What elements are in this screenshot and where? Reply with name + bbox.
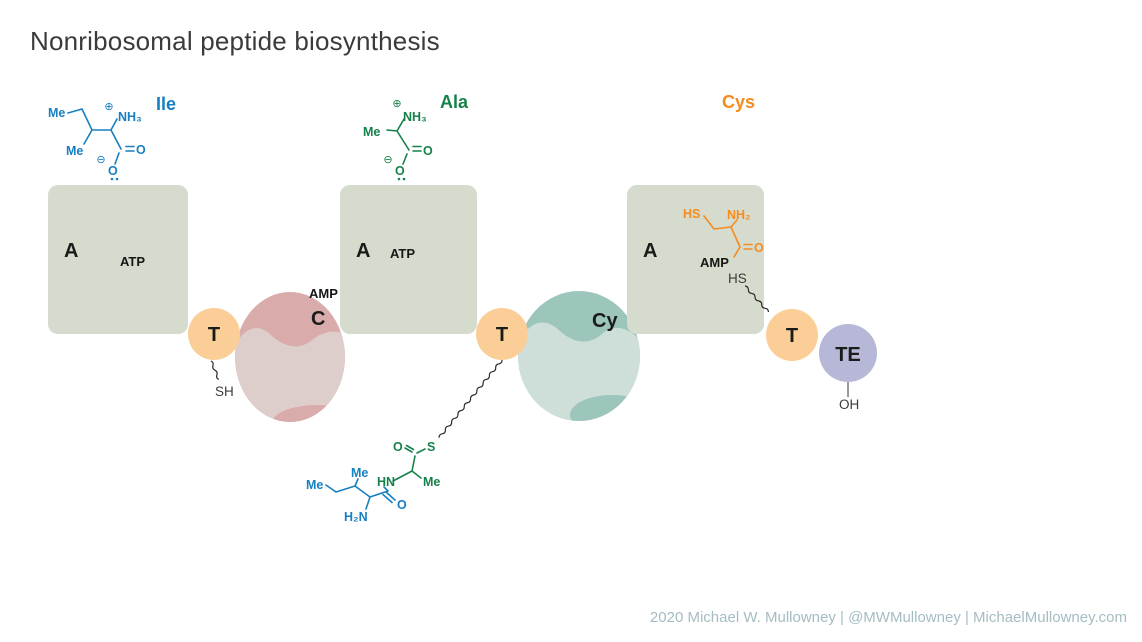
t-domain-1-label: T [208,324,220,346]
cy-domain-bottom-patch [570,395,640,421]
condensation-domain [235,292,345,422]
dipeptide-ala-o-label: O [393,440,403,454]
ala-carbonyl-o-label: O [423,144,433,158]
dipeptide-s-label: S [427,440,435,454]
dipeptide-ile-part: Me Me H₂N O [306,466,407,524]
a-domain-3 [627,185,764,334]
cys-bonds [703,215,753,258]
lone-pair-dot [110,177,114,181]
c-domain-inner-blob [235,328,345,422]
cys-name-label: Cys [722,92,755,112]
squiggle-line [210,360,220,380]
ala-plus-charge: ⊕ [392,98,401,110]
t3-hs-label: HS [728,271,747,286]
ala-ammonium-label: NH₃ [403,110,427,124]
squiggle-line [744,285,770,313]
t2-thioester-tether [438,359,503,438]
a-domain-2-label: A [356,240,370,262]
ala-bonds [386,118,422,165]
atp-label-1: ATP [120,254,145,269]
cys-carbonyl-o-label: O [754,241,764,255]
ala-me-label: Me [363,125,380,139]
lone-pair-dot [402,177,406,181]
ile-me1-label: Me [48,106,65,120]
dipeptide-ala-part: HN Me O S [377,440,440,489]
ile-minus-charge: ⊖ [96,154,105,166]
t-domain-3-circle [766,309,818,361]
amp-label-1: AMP [309,286,338,301]
cys-structure: HS NH₂ O Cys [683,92,764,258]
dipeptide-ile-bonds [325,478,396,510]
lone-pair-dot [397,177,401,181]
lone-pair-dot [115,177,119,181]
t-domain-2-circle [476,308,528,360]
amp-label-3: AMP [700,255,729,270]
ile-name-label: Ile [156,94,176,114]
ile-carboxylate-o-label: O [108,164,118,178]
dipeptide-me-end-label: Me [306,478,323,492]
te-domain-label: TE [835,344,861,366]
t-domain-1-circle [188,308,240,360]
a-domain-1-label: A [64,240,78,262]
ala-minus-charge: ⊖ [383,154,392,166]
c-domain-label: C [311,308,325,330]
c-domain-bottom-patch [272,405,345,422]
a-domain-1 [48,185,188,334]
dipeptide-h2n-label: H₂N [344,510,368,524]
ile-structure: Me Me ⊕ NH₃ O ⊖ O Ile [48,94,176,181]
credit-line: 2020 Michael W. Mullowney | @MWMullowney… [649,609,1127,626]
page-title: Nonribosomal peptide biosynthesis [30,26,440,56]
dipeptide-hn-label: HN [377,475,395,489]
ile-me2-label: Me [66,144,83,158]
t1-sh-label: SH [215,384,234,399]
t-domain-2-label: T [496,324,508,346]
cys-nh2-label: NH₂ [727,208,751,222]
ile-bonds [67,108,135,165]
t-domain-3-label: T [786,325,798,347]
a-domain-3-label: A [643,240,657,262]
dipeptide-me-branch-label: Me [351,466,368,480]
ala-name-label: Ala [440,92,469,112]
ile-carbonyl-o-label: O [136,143,146,157]
cy-domain-label: Cy [592,310,618,332]
te-oh-label: OH [839,397,859,412]
ile-plus-charge: ⊕ [104,101,113,113]
ala-structure: ⊕ NH₃ Me O ⊖ O Ala [363,92,469,181]
dipeptide-ile-o-label: O [397,498,407,512]
squiggle-line [438,359,503,438]
dipeptide-ala-bonds [392,444,426,482]
ile-ammonium-label: NH₃ [118,110,142,124]
ala-carboxylate-o-label: O [395,164,405,178]
t3-thiol-tether [744,285,770,313]
t1-thiol-tether [210,360,220,380]
te-domain-circle [819,324,877,382]
cys-hs-label: HS [683,207,700,221]
a-domain-2 [340,185,477,334]
dipeptide-ala-me-label: Me [423,475,440,489]
atp-label-2: ATP [390,246,415,261]
